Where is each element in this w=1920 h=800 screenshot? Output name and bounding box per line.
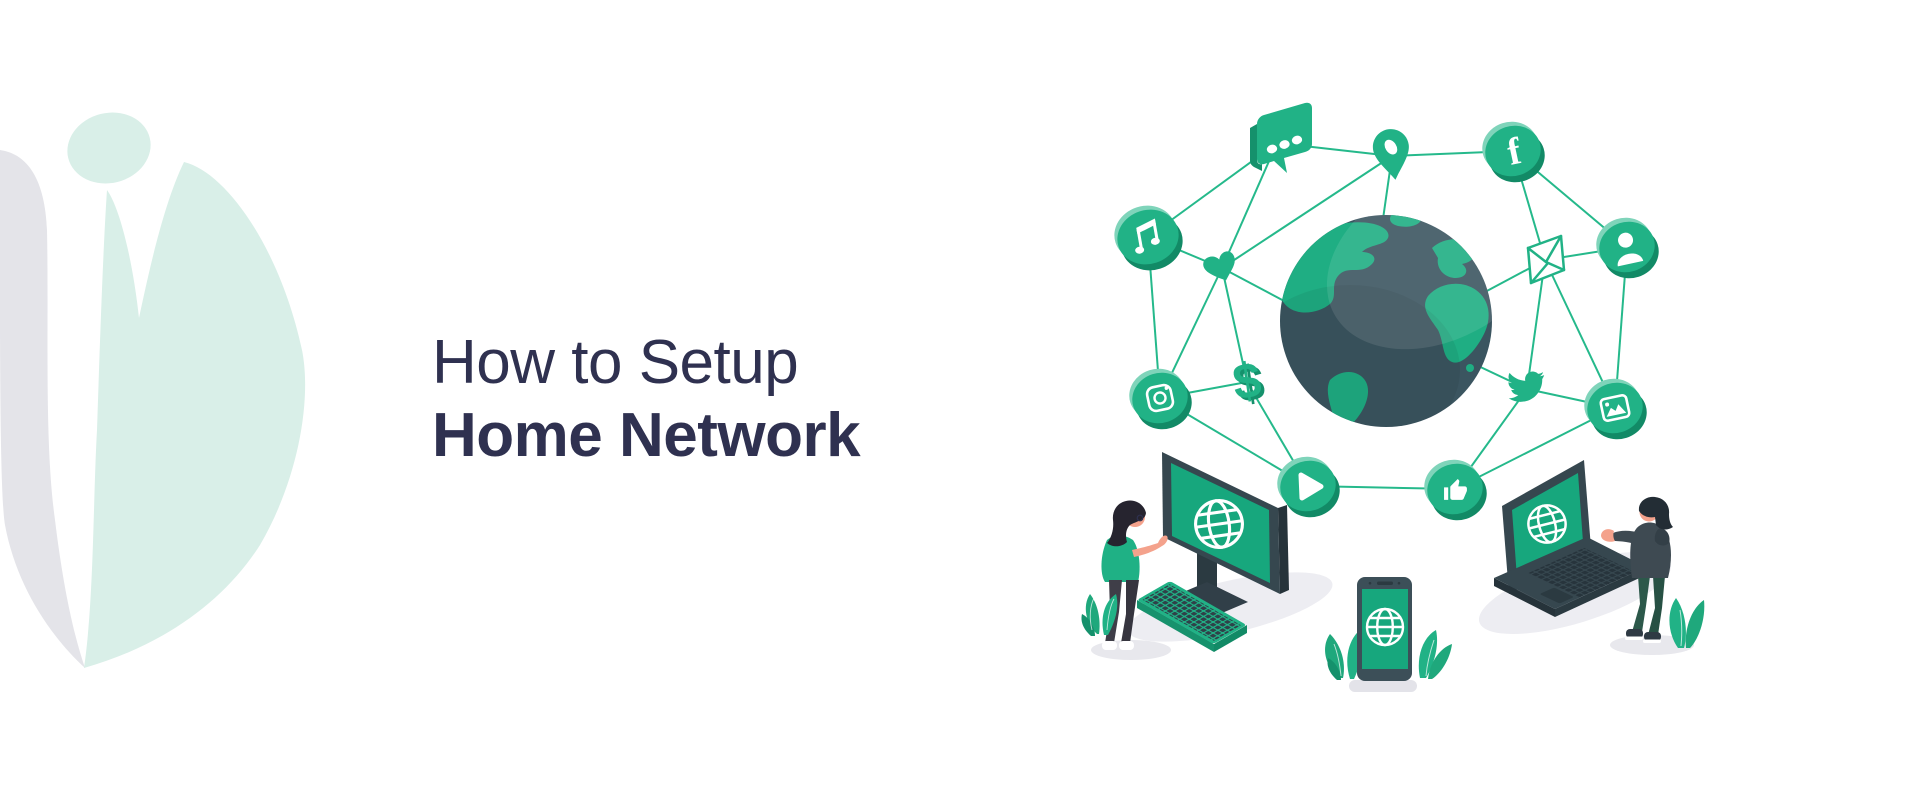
plant-leaf [1428, 644, 1452, 679]
woman-shoe-right [1119, 641, 1134, 650]
man-shoe-right [1644, 632, 1661, 641]
woman-leg-right [1121, 580, 1139, 643]
woman-presenting [1101, 500, 1168, 650]
smartphone-scene [1325, 577, 1452, 692]
man-sleeve [1612, 530, 1641, 546]
continent-greenland [1390, 215, 1422, 227]
plant-leaf [1418, 630, 1438, 678]
woman-arm [1132, 535, 1168, 557]
keyboard [1137, 581, 1247, 652]
laptop-screen [1512, 473, 1583, 578]
title-line-2: Home Network [432, 401, 861, 470]
man-shoe-left [1626, 629, 1643, 638]
plant-leaf-front [1327, 658, 1341, 680]
network-illustration: f $ $ [1081, 102, 1705, 692]
man-presenting [1601, 496, 1705, 648]
twitter-icon [1508, 371, 1545, 402]
phone-stand-shadow [1349, 680, 1417, 692]
desktop-monitor [1162, 452, 1289, 613]
thumb-glyph [1444, 479, 1467, 500]
instagram-icon [1129, 368, 1192, 430]
watermark-head-circle [67, 112, 151, 184]
thumbs-up-icon [1424, 459, 1487, 521]
smartphone [1357, 577, 1412, 681]
user-icon [1596, 217, 1659, 279]
plant-left [1081, 594, 1118, 636]
facebook-icon: f [1482, 121, 1545, 183]
laptop [1494, 460, 1646, 617]
woman-glasses [1136, 514, 1144, 522]
mail-icon [1526, 234, 1566, 285]
man-leg-left [1632, 576, 1650, 632]
man-leg-right [1648, 576, 1665, 635]
plant-leaf [1325, 634, 1344, 678]
continent-south-america [1327, 372, 1369, 427]
plant-leaf [1685, 600, 1705, 648]
man-hood [1654, 528, 1670, 546]
continent-africa [1425, 283, 1489, 363]
watermark-mint-leaf [84, 162, 306, 668]
woman-hair [1107, 500, 1146, 547]
dollar-icon: $ $ [1229, 351, 1268, 413]
man-hand [1601, 529, 1615, 542]
play-icon [1277, 456, 1340, 518]
woman-top [1101, 535, 1140, 582]
woman-shoe-left [1102, 641, 1117, 650]
globe [1280, 215, 1492, 427]
watermark-gray-swoosh [0, 150, 85, 668]
page-title: How to Setup Home Network [432, 326, 861, 472]
image-icon [1584, 378, 1647, 440]
location-pin-icon [1372, 129, 1409, 180]
logo-watermark [0, 112, 306, 668]
music-note-icon [1114, 205, 1183, 271]
title-line-1: How to Setup [432, 328, 799, 397]
man-hair [1638, 496, 1673, 530]
speech-bubble-icon [1250, 102, 1312, 173]
heart-icon [1203, 251, 1235, 281]
